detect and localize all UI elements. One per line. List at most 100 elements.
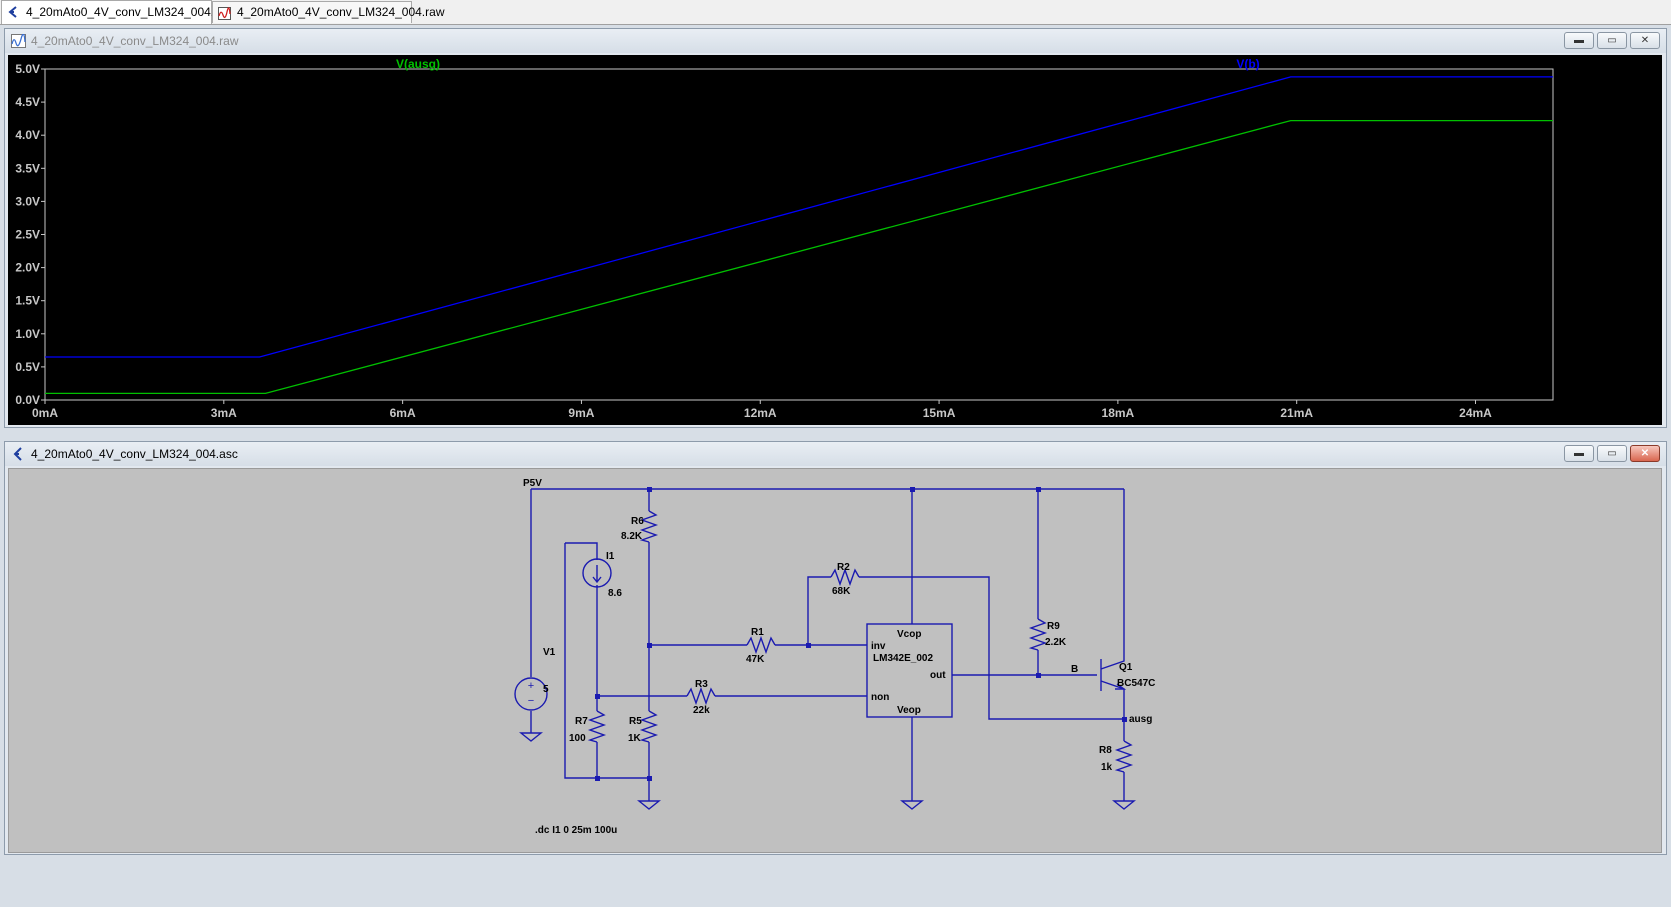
- tab-schematic[interactable]: 4_20mAto0_4V_conv_LM324_004.asc: [1, 0, 233, 24]
- close-icon: ✕: [1640, 448, 1650, 459]
- resistor-symbols: [587, 510, 1134, 773]
- maximize-icon: ▭: [1607, 35, 1617, 46]
- waveform-chart[interactable]: 0.0V0.5V1.0V1.5V2.0V2.5V3.0V3.5V4.0V4.5V…: [8, 55, 1662, 425]
- ground-icon: [1112, 799, 1136, 810]
- value-q1: BC547C: [1117, 678, 1155, 689]
- label-r6: R6: [631, 516, 644, 527]
- pin-label-non: non: [871, 692, 889, 703]
- label-q1: Q1: [1119, 662, 1133, 673]
- label-r2: R2: [837, 562, 850, 573]
- resistor-r1: [746, 635, 776, 655]
- label-v1: V1: [543, 647, 556, 658]
- value-i1: 8.6: [608, 588, 622, 599]
- y-tick-label: 2.0V: [15, 261, 40, 275]
- pin-label-inv: inv: [871, 641, 886, 652]
- maximize-button[interactable]: ▭: [1597, 32, 1627, 49]
- minimize-icon: ▬: [1574, 448, 1584, 459]
- resistor-r9: [1028, 618, 1048, 651]
- trace-label-v-b[interactable]: V(b): [1236, 57, 1259, 71]
- ground-symbols: [519, 729, 1136, 810]
- label-r5: R5: [629, 716, 642, 727]
- y-tick-label: 4.0V: [15, 128, 40, 142]
- value-r1: 47K: [746, 654, 765, 665]
- ground-icon: [637, 799, 661, 810]
- transistor-emitter-arrow: [1115, 683, 1127, 690]
- resistor-r2: [830, 567, 860, 587]
- tab-waveform[interactable]: 4_20mAto0_4V_conv_LM324_004.raw: [212, 1, 444, 23]
- y-tick-label: 0.0V: [15, 393, 40, 407]
- net-label-ausg: ausg: [1129, 714, 1152, 725]
- wires: [530, 488, 1125, 799]
- y-tick-label: 1.0V: [15, 327, 40, 341]
- schematic-icon: [13, 447, 22, 461]
- close-button[interactable]: ✕: [1630, 445, 1660, 462]
- maximize-icon: ▭: [1607, 448, 1617, 459]
- opamp-name: LM342E_002: [873, 653, 933, 664]
- maximize-button[interactable]: ▭: [1597, 445, 1627, 462]
- label-i1: I1: [606, 551, 615, 562]
- y-tick-label: 0.5V: [15, 360, 40, 374]
- minimize-button[interactable]: ▬: [1564, 445, 1594, 462]
- x-tick-label: 0mA: [32, 406, 58, 420]
- value-v1: 5: [543, 684, 549, 695]
- value-r8: 1k: [1101, 762, 1113, 773]
- trace-label-v-ausg[interactable]: V(ausg): [396, 57, 440, 71]
- schematic-canvas[interactable]: + −: [8, 468, 1662, 853]
- trace-v-b[interactable]: [45, 76, 1553, 358]
- value-r5: 1K: [628, 733, 642, 744]
- schematic-icon: [8, 6, 17, 18]
- pin-label-vcop: Vcop: [897, 629, 921, 640]
- x-tick-label: 3mA: [211, 406, 237, 420]
- current-source-symbol[interactable]: [582, 558, 612, 588]
- x-tick-label: 12mA: [744, 406, 777, 420]
- tab-schematic-label: 4_20mAto0_4V_conv_LM324_004.asc: [26, 5, 233, 19]
- minus-glyph: −: [528, 695, 534, 707]
- label-r3: R3: [695, 679, 708, 690]
- label-r1: R1: [751, 627, 764, 638]
- resistor-r7: [587, 710, 607, 743]
- waveform-icon: [11, 34, 26, 48]
- pin-label-out: out: [930, 670, 946, 681]
- net-label-p5v: P5V: [523, 478, 542, 489]
- y-tick-label: 3.5V: [15, 161, 40, 175]
- schematic-drawing[interactable]: + −: [9, 469, 1661, 852]
- resistor-r8: [1114, 740, 1134, 773]
- y-tick-label: 4.5V: [15, 95, 40, 109]
- waveform-icon: [218, 7, 231, 20]
- plus-glyph: +: [528, 680, 534, 692]
- label-r8: R8: [1099, 745, 1112, 756]
- resistor-r3: [686, 686, 716, 706]
- minimize-button[interactable]: ▬: [1564, 32, 1594, 49]
- net-label-b: B: [1071, 664, 1078, 675]
- junction-dots: [595, 487, 1127, 781]
- x-tick-label: 24mA: [1459, 406, 1492, 420]
- ground-icon: [900, 799, 924, 810]
- close-icon: ✕: [1640, 35, 1650, 46]
- value-r9: 2.2K: [1045, 637, 1067, 648]
- tab-waveform-label: 4_20mAto0_4V_conv_LM324_004.raw: [237, 5, 445, 19]
- x-tick-label: 9mA: [568, 406, 594, 420]
- plot-frame: [44, 68, 1554, 401]
- resistor-r5: [639, 710, 659, 743]
- schematic-window-titlebar: 4_20mAto0_4V_conv_LM324_004.asc ▬ ▭ ✕: [5, 442, 1666, 466]
- y-tick-label: 1.5V: [15, 294, 40, 308]
- schematic-labels: P5V R6 8.2K I1 8.6 R2 68K R1 47K R3 22k …: [523, 478, 1155, 836]
- value-r7: 100: [569, 733, 586, 744]
- pin-label-veop: Veop: [897, 705, 921, 716]
- voltage-source-symbol[interactable]: [514, 677, 548, 711]
- schematic-window: 4_20mAto0_4V_conv_LM324_004.asc ▬ ▭ ✕: [4, 441, 1667, 855]
- x-tick-label: 15mA: [923, 406, 956, 420]
- value-r2: 68K: [832, 586, 851, 597]
- y-tick-label: 5.0V: [15, 62, 40, 76]
- schematic-window-title: 4_20mAto0_4V_conv_LM324_004.asc: [31, 447, 238, 461]
- close-button[interactable]: ✕: [1630, 32, 1660, 49]
- x-tick-label: 21mA: [1280, 406, 1313, 420]
- waveform-window: 4_20mAto0_4V_conv_LM324_004.raw ▬ ▭ ✕ 0.…: [4, 28, 1667, 428]
- trace-v-ausg[interactable]: [45, 119, 1553, 395]
- label-r7: R7: [575, 716, 588, 727]
- value-r6: 8.2K: [621, 531, 643, 542]
- resistor-r6: [639, 510, 659, 543]
- opamp-symbol[interactable]: [866, 623, 953, 718]
- ground-icon: [519, 729, 543, 742]
